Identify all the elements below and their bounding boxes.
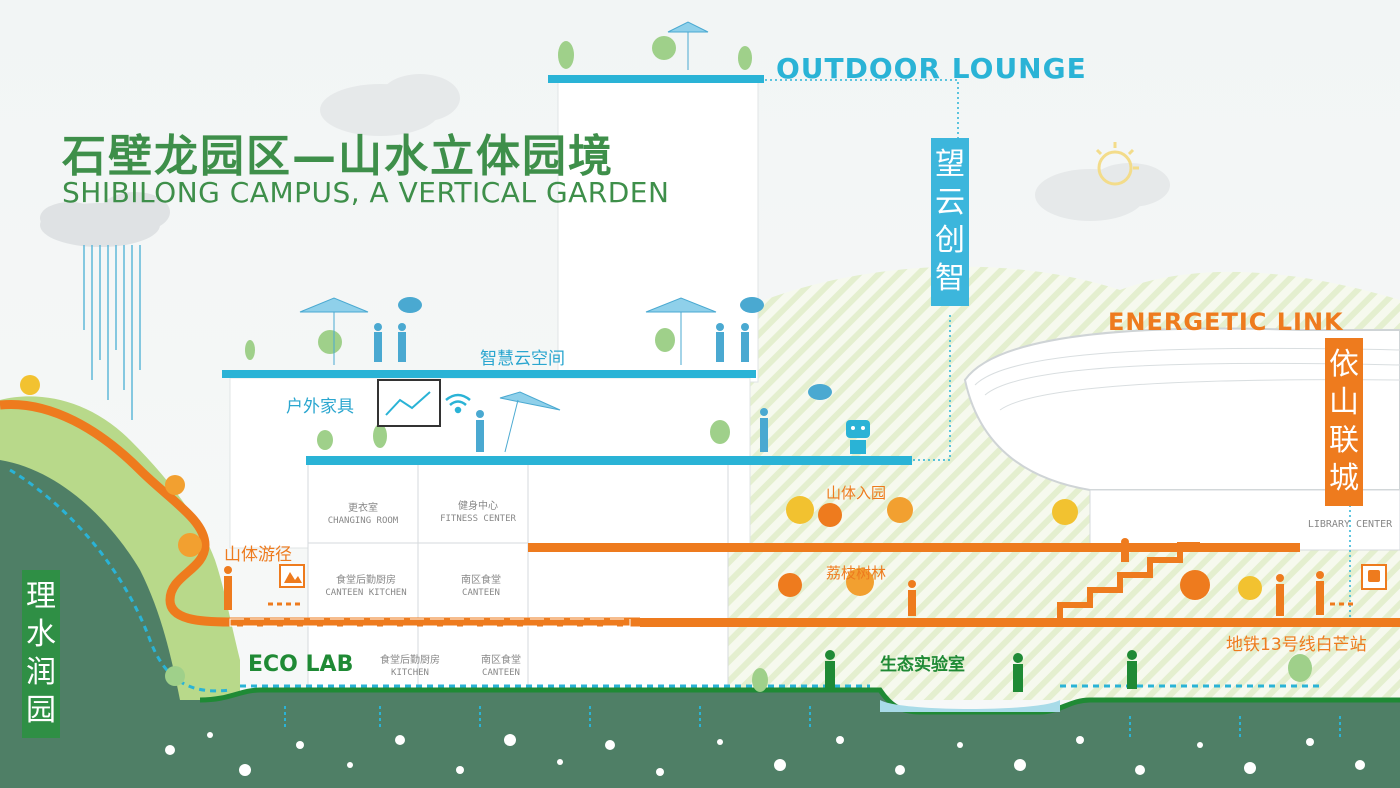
arena-building — [963, 327, 1400, 551]
green-trees — [165, 36, 1312, 692]
rain-lines — [83, 245, 141, 420]
mountain-entrance-label: 山体入园 — [826, 484, 887, 502]
tag-char: 云 — [935, 185, 965, 220]
water-pond — [880, 700, 1060, 712]
room-en: KITCHEN — [391, 668, 429, 678]
orange-stairs — [1057, 542, 1200, 620]
groundwater-dots — [165, 732, 1365, 776]
orange-floor-lower — [640, 618, 1400, 627]
umbrella-icons — [299, 21, 717, 453]
room-cn: 健身中心 — [458, 501, 498, 512]
room-en: CANTEEN — [462, 588, 500, 598]
cloud-icon — [320, 74, 1170, 221]
room-en: CHANGING ROOM — [327, 516, 399, 526]
page-title-en: SHIBILONG CAMPUS, A VERTICAL GARDEN — [62, 176, 670, 209]
rain-cloud-icon — [40, 192, 170, 247]
tower-roof-deck — [548, 75, 764, 83]
orange-bridge — [229, 618, 631, 627]
room-en: FITNESS CENTER — [440, 514, 516, 524]
tag-char: 润 — [26, 655, 56, 690]
room-fitness: 健身中心 FITNESS CENTER — [428, 500, 528, 526]
room-canteen-kitchen-2: 食堂后勤厨房 KITCHEN — [360, 654, 460, 680]
room-cn: 食堂后勤厨房 — [336, 575, 396, 586]
tag-char: 理 — [26, 579, 56, 614]
room-south-canteen-2: 南区食堂 CANTEEN — [456, 654, 546, 680]
room-changing: 更衣室 CHANGING ROOM — [318, 502, 408, 528]
orange-people-figures — [224, 538, 1324, 616]
water-flow-lines — [9, 468, 1320, 693]
smart-cloud-space-label: 智慧云空间 — [480, 349, 565, 369]
eco-lab-cn-label: 生态实验室 — [880, 655, 965, 675]
room-cn: 南区食堂 — [481, 655, 521, 666]
tag-char: 创 — [935, 223, 965, 258]
page-title-cn: 石壁龙园区—山水立体园境 — [62, 131, 614, 182]
tag-char: 智 — [935, 261, 965, 296]
cloud-wisdom-tag: 望 云 创 智 — [931, 138, 969, 306]
room-library-center: LIBRARY CENTER — [1300, 518, 1400, 531]
room-en: LIBRARY CENTER — [1307, 519, 1393, 530]
room-south-canteen: 南区食堂 CANTEEN — [436, 574, 526, 600]
smart-cloud-deck — [222, 370, 756, 378]
wifi-icon — [445, 393, 471, 414]
tag-char: 依 — [1329, 347, 1359, 382]
orange-floor-upper — [528, 543, 1300, 552]
tag-char: 水 — [26, 617, 56, 652]
mountain-trail — [0, 399, 640, 627]
canteen-block — [307, 461, 729, 693]
room-cn: 更衣室 — [348, 503, 378, 514]
lychee-forest-label: 荔枝树林 — [826, 564, 887, 582]
room-en: CANTEEN — [482, 668, 520, 678]
orange-trees — [20, 375, 1262, 600]
deck-cloud-icons — [398, 297, 832, 400]
metro-icon — [1361, 564, 1387, 590]
metro-station-label: 地铁13号线白芒站 — [1226, 635, 1367, 655]
tag-char: 望 — [935, 147, 965, 182]
mountain-icon — [279, 564, 305, 588]
sun-icon — [1095, 142, 1139, 186]
infiltration-arrows — [284, 706, 1341, 740]
furniture-deck — [306, 456, 912, 465]
energetic-link-label: ENERGETIC LINK — [1108, 308, 1344, 336]
water-garden-tag: 理 水 润 园 — [22, 570, 60, 738]
mountain-trail-label: 山体游径 — [224, 545, 292, 565]
people-figures — [374, 323, 768, 452]
tag-char: 园 — [26, 693, 56, 728]
presentation-board — [377, 379, 441, 427]
outdoor-lounge-label: OUTDOOR LOUNGE — [776, 52, 1087, 85]
tag-char: 山 — [1329, 385, 1359, 420]
room-cn: 食堂后勤厨房 — [380, 655, 440, 666]
outdoor-furniture-label: 户外家具 — [286, 397, 354, 417]
room-en: CANTEEN KITCHEN — [325, 588, 407, 598]
robot-icon — [846, 420, 870, 454]
eco-lab-label: ECO LAB — [248, 652, 354, 677]
room-canteen-kitchen: 食堂后勤厨房 CANTEEN KITCHEN — [316, 574, 416, 600]
tag-char: 城 — [1329, 461, 1359, 496]
green-people-figures — [825, 650, 1137, 692]
mountain-city-tag: 依 山 联 城 — [1325, 338, 1363, 506]
tag-char: 联 — [1329, 423, 1359, 458]
ground — [0, 690, 1400, 788]
room-cn: 南区食堂 — [461, 575, 501, 586]
